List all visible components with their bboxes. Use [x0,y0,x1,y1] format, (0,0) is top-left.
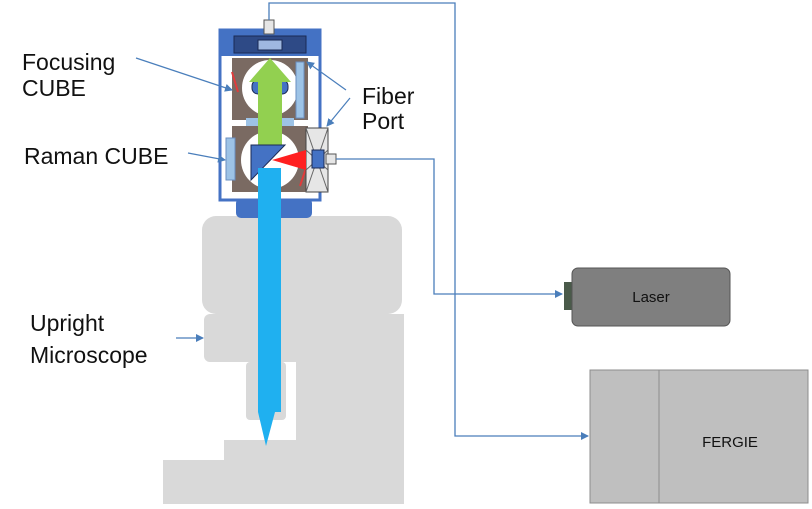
laser-label: Laser [632,289,670,306]
fiber-port-pointer-side [326,97,351,127]
fergie-box [589,369,809,504]
laser-box [571,267,731,327]
green-beam [249,58,291,145]
red-beam [272,150,306,170]
top-connector [263,19,275,35]
fiber-port-label-line2: Port [362,108,405,134]
fiber-line-laser [336,158,563,298]
fiber-port-label-line1: Fiber [362,83,415,109]
fiber-line-fergie [268,2,589,440]
fergie-label: FERGIE [702,434,758,451]
raman-cube-label: Raman CUBE [24,143,168,169]
blue-beam [258,168,281,446]
laser-connector [564,282,574,310]
focusing-label-line2: CUBE [22,75,86,101]
upright-microscope [163,216,404,504]
raman-pointer [187,152,226,163]
focusing-label-line1: Focusing [22,49,115,75]
microscope-label-line2: Microscope [30,342,148,368]
side-fiber-port [305,127,337,193]
microscope-label-line1: Upright [30,310,105,336]
fiber-port-pointer-top [306,61,347,91]
focusing-pointer [135,57,233,92]
